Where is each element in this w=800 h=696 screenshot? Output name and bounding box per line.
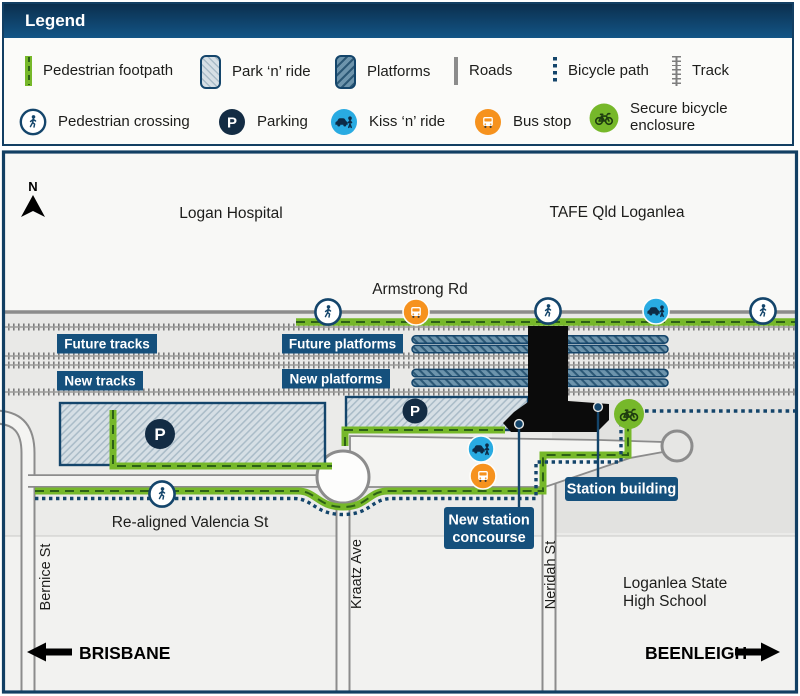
future-tracks-label: Future tracks — [64, 337, 150, 352]
brisbane-arrow-icon — [27, 642, 72, 662]
east-roundabout — [660, 429, 694, 463]
legend-item-platforms: Platforms — [335, 55, 430, 89]
callouts-layer: Future tracks New tracks Future platform… — [57, 334, 678, 549]
legend-item-bicycle-path: Bicycle path — [553, 57, 649, 85]
armstrong-rd-label: Armstrong Rd — [372, 281, 468, 298]
map-frame — [1, 150, 799, 694]
legend-item-pedestrian-crossing: Pedestrian crossing — [19, 108, 190, 136]
legend-item-bus-stop: Bus stop — [474, 108, 571, 136]
bernice-st-label: Bernice St — [38, 544, 54, 611]
legend-label: Secure bicycle enclosure — [630, 100, 728, 134]
legend-label: Bicycle path — [568, 61, 649, 79]
pedestrian-crossing-icon — [19, 108, 47, 136]
legend-item-track: Track — [672, 56, 729, 86]
park-n-ride-east — [344, 395, 530, 432]
legend-item-pedestrian-footpath: Pedestrian footpath — [25, 56, 173, 86]
bus-stop-icon — [402, 298, 430, 326]
high-school-label-line2: High School — [623, 593, 707, 610]
parking-icon: P — [402, 398, 428, 424]
leader-lines — [517, 407, 600, 507]
brisbane-label: BRISBANE — [79, 643, 170, 663]
valencia-st-road-east — [349, 435, 664, 488]
parking-letter: P — [410, 403, 420, 420]
legend-item-kiss-n-ride: Kiss ‘n’ ride — [330, 108, 445, 136]
station-building-layer — [503, 326, 609, 507]
legend-label: Parking — [257, 112, 308, 130]
new-station-concourse-label-line1: New station — [448, 513, 529, 529]
legend-label: Bus stop — [513, 112, 572, 130]
roads-swatch — [454, 57, 458, 85]
station-building-label: Station building — [567, 482, 677, 498]
new-station-concourse-label-line2: concourse — [452, 530, 525, 546]
bicycle-path-swatch — [553, 57, 557, 85]
kiss-n-ride-icon — [642, 297, 670, 325]
high-school-label-line1: Loganlea State — [623, 575, 727, 592]
paths-layer — [35, 318, 797, 517]
tracks-layer — [3, 323, 797, 396]
kraatz-ave-label: Kraatz Ave — [349, 539, 365, 609]
new-tracks-label: New tracks — [64, 374, 135, 389]
station-building-shape — [503, 326, 609, 432]
legend-item-roads: Roads — [454, 57, 512, 85]
beenleigh-label: BEENLEIGH — [645, 643, 747, 663]
legend-panel: Legend Pedestrian footpath Park ‘n’ ride… — [2, 2, 794, 146]
bus-stop-icon — [475, 109, 501, 135]
legend-label: Platforms — [367, 62, 431, 80]
legend-item-park-n-ride: Park ‘n’ ride — [200, 55, 311, 89]
neridah-st-label: Neridah St — [543, 541, 559, 610]
secure-bicycle-enclosure-icon — [589, 103, 619, 132]
kiss-n-ride-icon — [467, 435, 495, 463]
legend-label: Pedestrian footpath — [43, 61, 174, 79]
new-tracks-box — [57, 371, 143, 391]
legend-item-parking: P Parking — [218, 108, 308, 136]
new-station-concourse-box — [444, 507, 534, 549]
pedestrian-crossing-icon — [749, 297, 777, 325]
parking-icon: P — [145, 419, 175, 449]
track-swatch — [672, 56, 681, 86]
north-arrow-icon — [21, 195, 45, 217]
secure-bicycle-enclosure-icon — [614, 399, 644, 429]
pedestrian-crossing-icon — [534, 297, 562, 325]
future-platforms-label: Future platforms — [289, 337, 396, 352]
legend-label: Pedestrian crossing — [58, 112, 190, 130]
pedestrian-crossing-icon — [314, 298, 342, 326]
legend-title: Legend — [25, 11, 86, 30]
compass-n-label: N — [28, 179, 37, 194]
legend-header: Legend — [4, 4, 792, 38]
pedestrian-crossing-icon — [148, 480, 176, 508]
pedestrian-footpath-swatch — [25, 56, 32, 86]
kiss-n-ride-icon — [331, 109, 357, 135]
beenleigh-arrow-icon — [735, 642, 780, 662]
legend-label: Track — [692, 61, 729, 79]
labels-layer: N Logan Hospital TAFE Qld Loganlea Armst… — [21, 179, 727, 610]
future-platforms-box — [282, 334, 403, 354]
parking-icon: P — [219, 109, 245, 135]
tafe-label: TAFE Qld Loganlea — [550, 204, 685, 221]
legend-label: Roads — [469, 61, 513, 79]
directions-layer: BRISBANE BEENLEIGH — [27, 642, 780, 663]
new-platforms-box — [282, 369, 390, 389]
new-platforms-label: New platforms — [289, 372, 382, 387]
park-n-ride-layer — [58, 395, 530, 467]
parking-letter: P — [154, 425, 165, 444]
future-tracks-box — [57, 334, 157, 354]
station-building-box — [565, 477, 678, 501]
legend-item-secure-bicycle-enclosure: Secure bicycle enclosure — [589, 100, 758, 134]
valencia-st-label: Re-aligned Valencia St — [112, 514, 269, 531]
park-n-ride-west — [58, 401, 327, 467]
platforms-swatch — [335, 55, 356, 89]
legend-label: Park ‘n’ ride — [232, 62, 311, 80]
park-n-ride-swatch — [200, 55, 221, 89]
roads-layer — [0, 310, 797, 691]
legend-label: Kiss ‘n’ ride — [369, 112, 446, 130]
parking-letter: P — [227, 114, 237, 131]
logan-hospital-label: Logan Hospital — [179, 205, 282, 222]
map-icons: P P — [145, 297, 777, 508]
bus-stop-icon — [469, 462, 497, 490]
